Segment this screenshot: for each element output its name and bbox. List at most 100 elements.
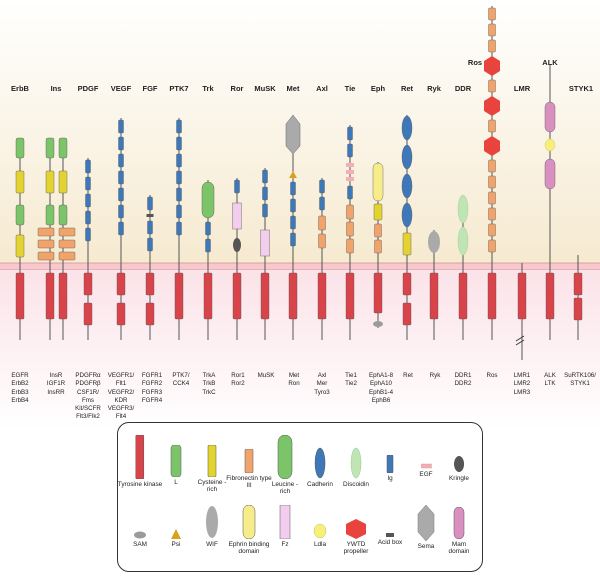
- legend-item-fz: Fz: [279, 505, 291, 548]
- l-domain: [58, 137, 68, 159]
- ros-receptor: [484, 6, 500, 340]
- ig-domain: [176, 170, 182, 185]
- ywtd-propeller: [484, 136, 500, 156]
- ddr-receptor: [457, 194, 469, 340]
- tyrosine-kinase-icon: [135, 435, 145, 479]
- fz-domain: [260, 229, 270, 257]
- egf-domain: [346, 177, 354, 181]
- fibronectin-domain: [488, 175, 496, 189]
- tyrosine-kinase-domain: [573, 297, 583, 321]
- legend-item-egf: EGF: [419, 463, 433, 478]
- member-list-musk: MuSK: [257, 372, 275, 379]
- fibronectin-domain: [37, 227, 55, 237]
- cadherin-domain: [401, 144, 413, 170]
- styk1-receptor: [573, 255, 583, 340]
- tyrosine-kinase-domain: [15, 272, 25, 320]
- cysteine-rich-domain: [45, 170, 55, 194]
- l-domain: [15, 204, 25, 226]
- family-label-erbb: ErbB: [11, 84, 29, 93]
- egf-domain: [346, 170, 354, 174]
- ig-domain: [347, 185, 353, 200]
- egf-domain: [346, 163, 354, 167]
- fibronectin-domain: [58, 251, 76, 261]
- tyrosine-kinase-domain: [402, 302, 412, 326]
- cell-membrane: [0, 263, 600, 270]
- fz-icon: [279, 505, 291, 539]
- l-domain: [45, 204, 55, 226]
- ig-domain: [176, 119, 182, 134]
- l-domain: [45, 137, 55, 159]
- cadherin-domain: [401, 202, 413, 228]
- cadherin-domain: [401, 115, 413, 141]
- ins-receptor: [37, 137, 76, 340]
- ig-domain: [290, 198, 296, 213]
- lmr-receptor: [515, 263, 527, 360]
- tyrosine-kinase-domain: [145, 302, 155, 326]
- cysteine-rich-domain: [402, 232, 412, 256]
- fibronectin-domain: [488, 191, 496, 205]
- musk-receptor: [260, 168, 270, 340]
- ig-domain: [290, 232, 296, 247]
- ig-domain: [347, 143, 353, 158]
- ig-domain: [290, 181, 296, 196]
- family-label-ins: Ins: [50, 84, 62, 93]
- ig-domain: [319, 179, 325, 194]
- ptk7-receptor: [174, 118, 184, 340]
- family-label-pdgf: PDGF: [77, 84, 99, 93]
- discoidin-domain: [457, 226, 469, 256]
- ig-domain: [290, 215, 296, 230]
- ig-domain: [176, 153, 182, 168]
- tyrosine-kinase-domain: [458, 272, 468, 320]
- wif-icon: [206, 506, 218, 538]
- legend-item-cadherin: Cadherin: [307, 447, 333, 488]
- family-label-met: Met: [286, 84, 300, 93]
- fibronectin-domain: [488, 119, 496, 133]
- cysteine-rich-domain: [15, 170, 25, 194]
- fibronectin-domain: [37, 251, 55, 261]
- ig-domain: [176, 204, 182, 219]
- tyrosine-kinase-domain: [317, 272, 327, 320]
- ig-domain: [147, 196, 153, 211]
- psi-icon: [171, 529, 181, 539]
- fibronectin-domain: [58, 239, 76, 249]
- legend-item-discoidin: Discoidin: [343, 447, 369, 488]
- member-list-styk1: SuRTK106/STYK1: [564, 372, 596, 388]
- cysteine-rich-domain: [15, 234, 25, 258]
- legend-item-leucine-rich: Leucine -rich: [270, 435, 300, 496]
- ig-domain: [118, 136, 124, 151]
- member-list-ros: Ros: [486, 372, 498, 379]
- ig-domain: [347, 126, 353, 141]
- fibronectin-domain: [346, 238, 354, 254]
- cytoplasm-region: [0, 270, 600, 430]
- ig-domain: [118, 204, 124, 219]
- tyrosine-kinase-domain: [517, 272, 527, 320]
- l-domain-icon: [170, 445, 182, 477]
- tyrosine-kinase-domain: [58, 272, 68, 320]
- ig-icon: [386, 455, 394, 473]
- family-label-trk: Trk: [202, 84, 214, 93]
- fibronectin-domain: [318, 233, 326, 249]
- family-label-lmr: LMR: [513, 84, 531, 93]
- tyrosine-kinase-domain: [174, 272, 184, 320]
- ig-domain: [118, 119, 124, 134]
- fibronectin-domain: [374, 223, 382, 238]
- mam-domain-icon: [453, 507, 465, 539]
- tyrosine-kinase-domain: [45, 272, 55, 320]
- ig-domain: [118, 153, 124, 168]
- legend-item-sam: SAM: [133, 531, 147, 548]
- legend-item-mam-domain: Mam domain: [444, 507, 474, 556]
- family-label-styk1: STYK1: [568, 84, 594, 93]
- discoidin-domain: [457, 194, 469, 224]
- domain-legend: Tyrosine kinase L Cysteine -rich Fibrone…: [117, 422, 483, 572]
- family-label-fgf: FGF: [142, 84, 158, 93]
- legend-item-psi: Psi: [170, 529, 182, 548]
- family-label-eph: Eph: [370, 84, 386, 93]
- fibronectin-domain: [488, 207, 496, 221]
- tyrosine-kinase-domain: [288, 272, 298, 320]
